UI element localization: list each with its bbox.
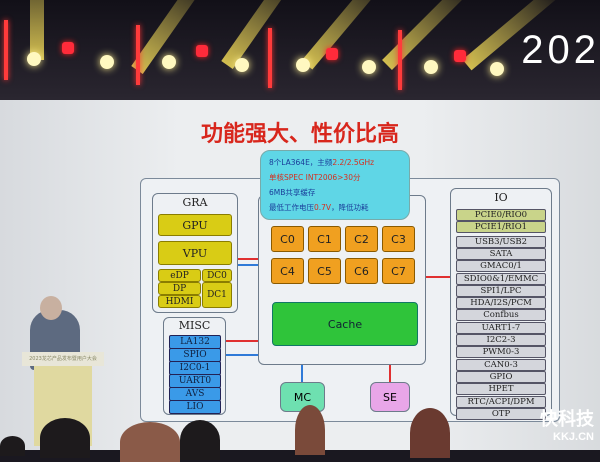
io-item: UART1-7 bbox=[456, 321, 546, 334]
misc-item: LA132 bbox=[169, 335, 221, 349]
callout-highlight: 2.2/2.5GHz bbox=[332, 158, 375, 167]
misc-group: MISC LA132 SPIO I2C0-1 UART0 AVS LIO bbox=[163, 317, 226, 415]
io-label: IO bbox=[494, 191, 508, 204]
audience-head bbox=[410, 408, 450, 458]
slide-title: 功能强大、性价比高 bbox=[200, 122, 399, 147]
io-item: CAN0-3 bbox=[456, 358, 546, 371]
edp-block: eDP bbox=[158, 269, 201, 282]
speaker-head bbox=[40, 296, 62, 320]
core-block: C1 bbox=[308, 226, 341, 252]
stage-lamp bbox=[100, 55, 114, 69]
core-block: C5 bbox=[308, 258, 341, 284]
callout-text: 8个LA364E，主频 bbox=[269, 158, 333, 167]
misc-arrow-red bbox=[226, 340, 258, 342]
mc-arrow bbox=[301, 365, 303, 382]
gra-group: GRA GPU VPU eDP DP HDMI DC0 DC1 bbox=[152, 193, 238, 313]
feature-callout: 8个LA364E，主频2.2/2.5GHz 单核SPEC INT2006>30分… bbox=[260, 150, 410, 220]
stage-lamp bbox=[162, 55, 176, 69]
core-block: C0 bbox=[271, 226, 304, 252]
core-block: C6 bbox=[345, 258, 378, 284]
gra-arrow-blue bbox=[238, 264, 258, 266]
stage-lamp bbox=[235, 58, 249, 72]
audience-head bbox=[295, 405, 325, 455]
callout-highlight: 0.7V bbox=[314, 203, 332, 212]
io-arrow bbox=[426, 276, 450, 278]
red-hex-light bbox=[196, 45, 208, 57]
io-item: HDA/I2S/PCM bbox=[456, 297, 546, 310]
callout-text: 最低工作电压 bbox=[269, 203, 314, 212]
dc0-block: DC0 bbox=[202, 269, 232, 282]
misc-item: SPIO bbox=[169, 348, 221, 362]
io-item: I2C2-3 bbox=[456, 334, 546, 346]
misc-label: MISC bbox=[178, 319, 211, 332]
watermark-cn: 快科技 bbox=[540, 409, 594, 430]
io-item: PCIE0/RIO0 bbox=[456, 209, 546, 221]
callout-text: ，降低功耗 bbox=[331, 203, 369, 212]
io-item: PWM0-3 bbox=[456, 346, 546, 359]
callout-line: 单核SPEC INT2006>30分 bbox=[269, 173, 361, 182]
audience-head bbox=[180, 420, 220, 460]
callout-line: 8个LA364E，主频2.2/2.5GHz bbox=[269, 155, 401, 170]
io-item: SDIO0&1/EMMC bbox=[456, 272, 546, 285]
stage-lamp bbox=[490, 62, 504, 76]
misc-arrow-blue bbox=[226, 354, 258, 356]
misc-item: LIO bbox=[169, 400, 221, 414]
io-item: OTP bbox=[456, 407, 546, 420]
red-hex-light bbox=[62, 42, 74, 54]
callout-line: 最低工作电压0.7V，降低功耗 bbox=[269, 200, 401, 215]
stage-lamp bbox=[296, 58, 310, 72]
dc1-block: DC1 bbox=[202, 282, 232, 308]
io-item: HPET bbox=[456, 383, 546, 396]
red-light-bar bbox=[268, 28, 272, 88]
stage-lamp bbox=[362, 60, 376, 74]
stage-lamp bbox=[424, 60, 438, 74]
se-block: SE bbox=[370, 382, 410, 412]
light-beam bbox=[301, 0, 390, 70]
misc-item: UART0 bbox=[169, 374, 221, 388]
stage-lamp bbox=[27, 52, 41, 66]
io-item: GPIO bbox=[456, 370, 546, 383]
audience-head bbox=[120, 422, 180, 462]
watermark-logo: 快科技 KKJ.CN bbox=[540, 405, 594, 443]
red-light-bar bbox=[398, 30, 402, 90]
red-hex-light bbox=[454, 50, 466, 62]
hdmi-block: HDMI bbox=[158, 295, 201, 308]
callout-line: 6MB共享缓存 bbox=[269, 188, 316, 197]
audience-head bbox=[0, 436, 25, 456]
io-item: Confbus bbox=[456, 309, 546, 322]
io-item: SPI1/LPC bbox=[456, 284, 546, 297]
se-arrow bbox=[389, 365, 391, 382]
io-item: SATA bbox=[456, 247, 546, 260]
cache-block: Cache bbox=[272, 302, 418, 346]
gpu-block: GPU bbox=[158, 214, 232, 236]
red-hex-light bbox=[326, 48, 338, 60]
misc-item: AVS bbox=[169, 387, 221, 401]
core-block: C4 bbox=[271, 258, 304, 284]
io-item: RTC/ACPI/DPM bbox=[456, 395, 546, 408]
audience-head bbox=[40, 418, 90, 458]
gra-arrow-red bbox=[238, 258, 258, 260]
light-beam bbox=[30, 0, 44, 60]
misc-item: I2C0-1 bbox=[169, 361, 221, 375]
dp-block: DP bbox=[158, 282, 201, 295]
io-item: PCIE1/RIO1 bbox=[456, 221, 546, 234]
year-display: 202 bbox=[521, 28, 600, 72]
core-block: C7 bbox=[382, 258, 415, 284]
stage-lighting: 202 bbox=[0, 0, 600, 100]
io-item: USB3/USB2 bbox=[456, 235, 546, 248]
cpu-group: C0 C1 C2 C3 C4 C5 C6 C7 Cache bbox=[258, 195, 426, 365]
core-block: C2 bbox=[345, 226, 378, 252]
watermark-en: KKJ.CN bbox=[553, 431, 594, 443]
red-light-bar bbox=[4, 20, 8, 80]
io-item: GMAC0/1 bbox=[456, 260, 546, 273]
gra-label: GRA bbox=[182, 196, 208, 209]
vpu-block: VPU bbox=[158, 241, 232, 265]
podium-banner: 2023龙芯产品发布暨用户大会 bbox=[22, 352, 104, 366]
red-light-bar bbox=[136, 25, 140, 85]
light-beam bbox=[221, 0, 302, 70]
core-block: C3 bbox=[382, 226, 415, 252]
